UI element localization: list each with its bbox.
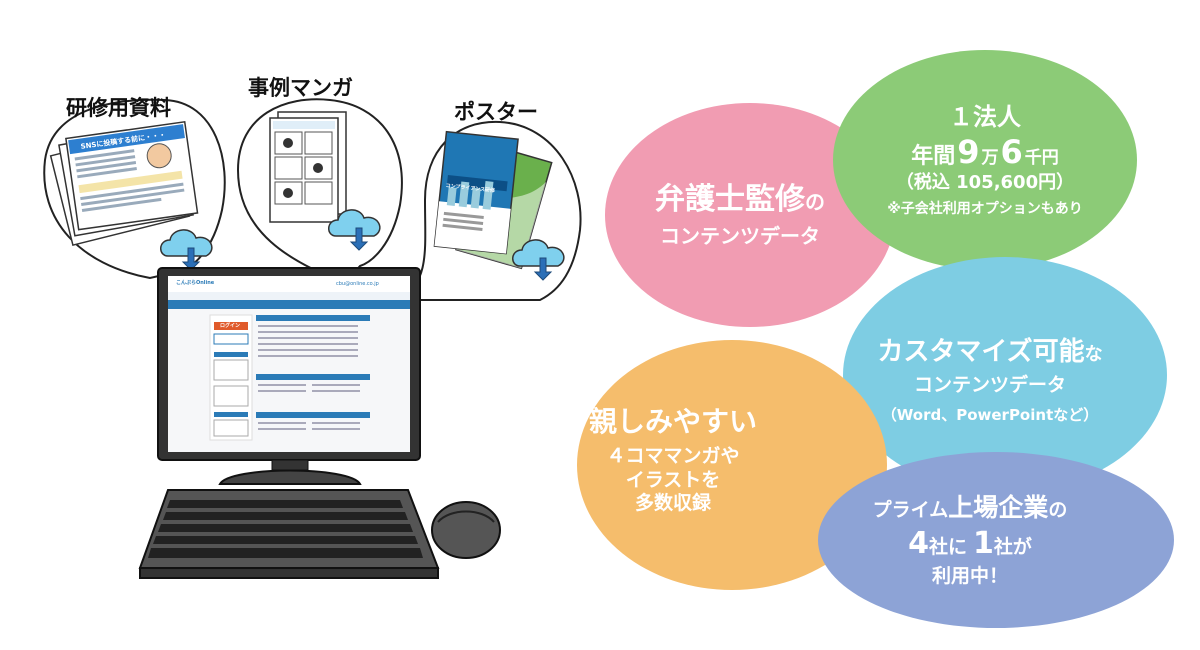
computer-illustration [43, 98, 582, 579]
feature-lawyer: 弁護士監修の コンテンツデータ [620, 170, 860, 260]
caption-training: 研修用資料 [66, 96, 171, 120]
feature-friendly-many: 多数収録 [634, 492, 711, 515]
blob-custom-bg [843, 257, 1167, 493]
training-document-stack [49, 120, 199, 247]
caption-manga: 事例マンガ [248, 76, 353, 100]
blob-price-bg [833, 50, 1137, 270]
feature-lawyer-sub: コンテンツデータ [660, 224, 820, 249]
download-cloud-icon [160, 229, 213, 271]
caption-poster: ポスター [454, 100, 538, 124]
feature-customizable-formats: （Word、PowerPointなど） [881, 405, 1099, 424]
download-cloud-icon [512, 239, 565, 281]
feature-lawyer-title: 弁護士監修の [655, 181, 825, 217]
feature-prime-title: プライム上場企業の [872, 492, 1068, 522]
price-tax-included: （税込 105,600円） [895, 172, 1075, 193]
feature-friendly-manga: ４コママンガや [606, 444, 740, 467]
screen-logo: こんぷらOnline [176, 280, 215, 286]
keyboard [138, 489, 440, 579]
screen-login-button[interactable]: ログイン [220, 323, 241, 329]
feature-friendly-illust: イラストを [625, 468, 721, 491]
screen-url: cbu@online.co.jp [336, 281, 379, 287]
feature-friendly-title: 親しみやすい [588, 404, 757, 438]
poster-stack [433, 130, 553, 270]
feature-customizable-sub: コンテンツデータ [913, 374, 1066, 396]
blob-friendly-bg [577, 340, 887, 590]
feature-prime-inuse: 利用中！ [931, 564, 1008, 587]
monitor [157, 267, 421, 485]
manga-document-stack [269, 111, 347, 223]
feature-customizable: カスタマイズ可能な コンテンツデータ （Word、PowerPointなど） [855, 310, 1125, 450]
blob-prime-bg [818, 452, 1174, 628]
feature-blobs-backgrounds [577, 50, 1174, 628]
price-per-company: １法人 [949, 103, 1021, 131]
price-subsidiary-note: ※子会社利用オプションもあり [887, 200, 1083, 217]
feature-customizable-title: カスタマイズ可能な [877, 336, 1103, 367]
mouse [431, 501, 501, 559]
blob-lawyer-bg [605, 103, 895, 327]
download-cloud-icon [328, 209, 381, 251]
feature-friendly: 親しみやすい ４コママンガや イラストを 多数収録 [568, 385, 778, 535]
